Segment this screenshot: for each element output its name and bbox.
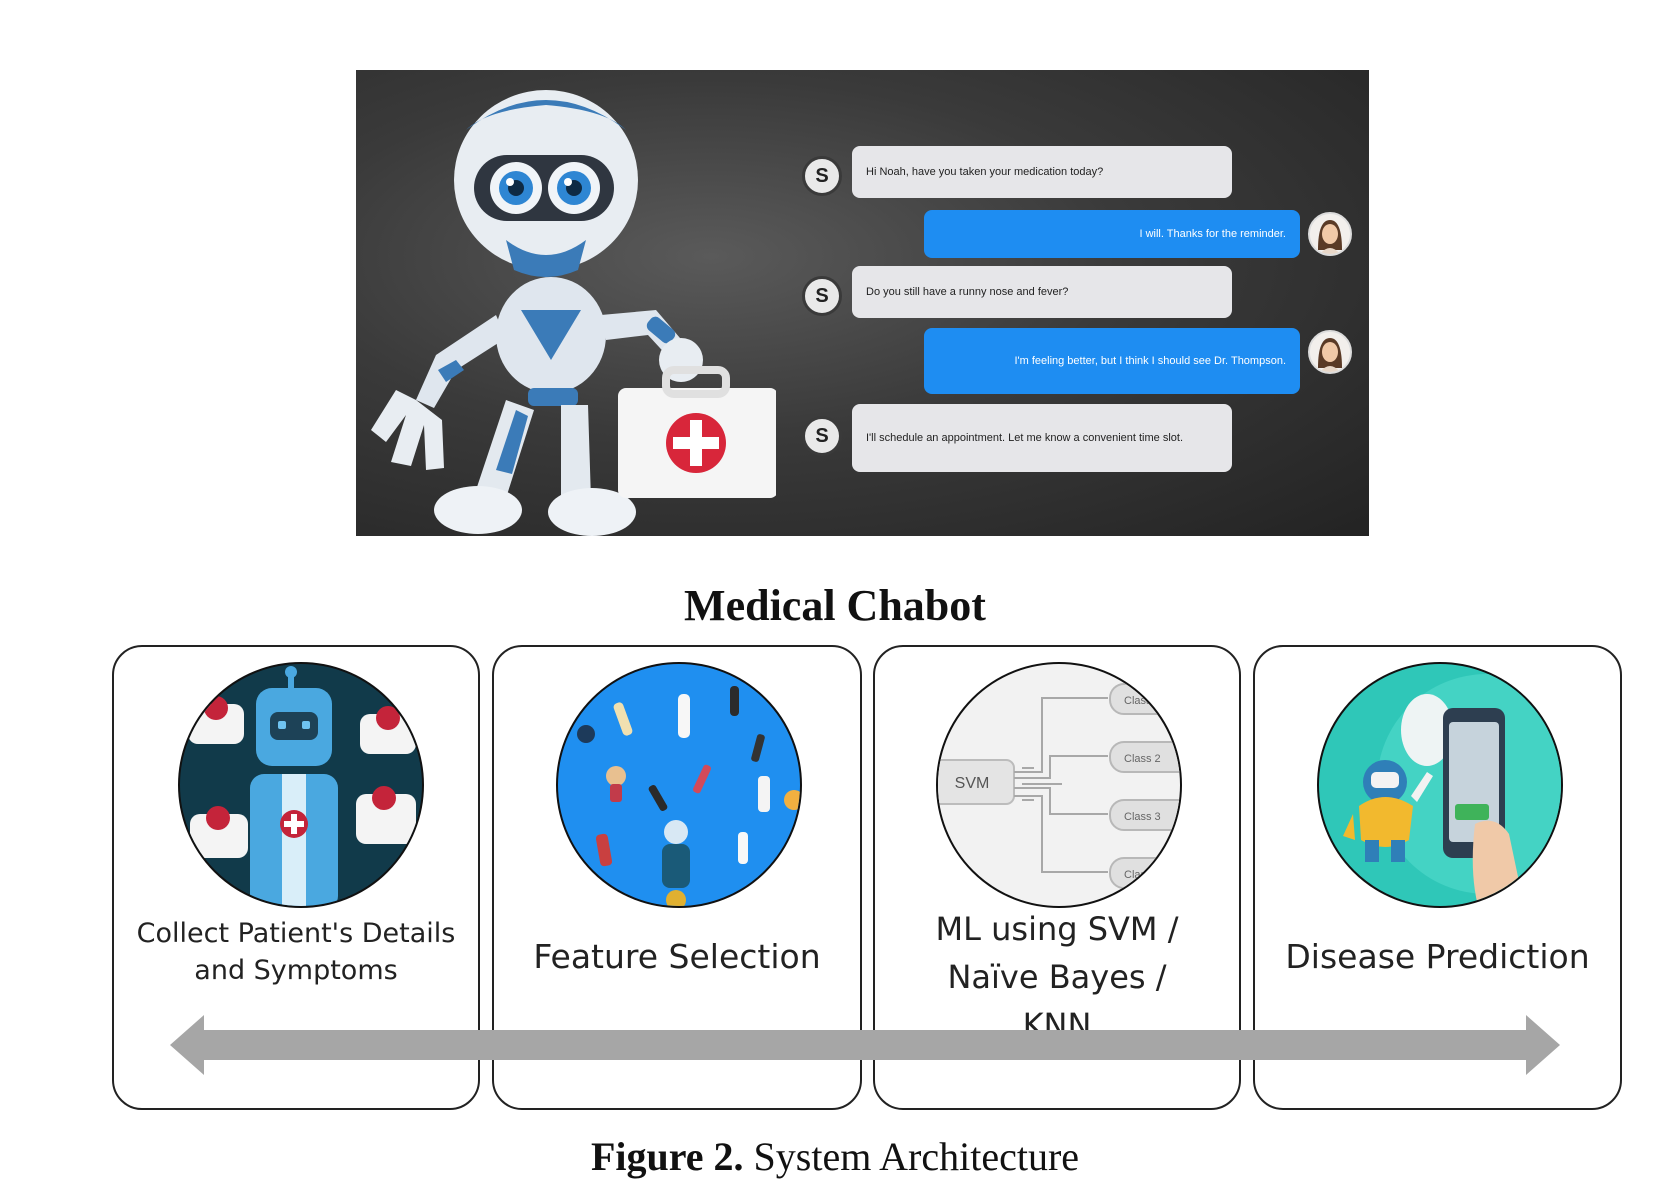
stage-label: Collect Patient's Details and Symptoms — [136, 918, 456, 986]
figure-label: Figure 2. — [590, 1134, 744, 1179]
hero-banner: S Hi Noah, have you taken your medicatio… — [356, 70, 1369, 536]
diagram-title: Medical Chabot — [684, 581, 986, 630]
chatbot-icon — [178, 662, 424, 908]
figure-title: System Architecture — [753, 1134, 1080, 1179]
svm-class-label: Class 1 — [1124, 695, 1161, 707]
bot-message-bubble: Hi Noah, have you taken your medication … — [852, 146, 1232, 198]
user-avatar — [1308, 330, 1352, 374]
medical-items-icon — [556, 662, 802, 908]
stage-label: Disease Prediction — [1285, 937, 1590, 976]
svm-class-label: Class 4 — [1124, 869, 1161, 881]
svm-classifier-icon: SVM Class 1 Class 2 Class 3 Class 4 — [936, 662, 1182, 908]
svm-node-label: SVM — [955, 775, 990, 792]
stage-label: Feature Selection — [533, 937, 821, 976]
figure-caption: Figure 2. System Architecture — [0, 1137, 1670, 1177]
bot-avatar-badge: S — [802, 276, 842, 316]
bot-avatar-badge: S — [802, 156, 842, 196]
bot-avatar-badge: S — [802, 416, 842, 456]
robot-doctor-illustration — [371, 90, 776, 536]
svm-class-label: Class 3 — [1124, 811, 1161, 823]
user-message-bubble: I will. Thanks for the reminder. — [924, 210, 1300, 258]
svm-class-label: Class 2 — [1124, 753, 1161, 765]
phone-robot-icon — [1317, 662, 1563, 908]
bot-message-bubble: Do you still have a runny nose and fever… — [852, 266, 1232, 318]
user-avatar — [1308, 212, 1352, 256]
user-message-bubble: I'm feeling better, but I think I should… — [924, 328, 1300, 394]
bidirectional-arrow — [170, 1015, 1560, 1075]
bot-message-bubble: I'll schedule an appointment. Let me kno… — [852, 404, 1232, 472]
